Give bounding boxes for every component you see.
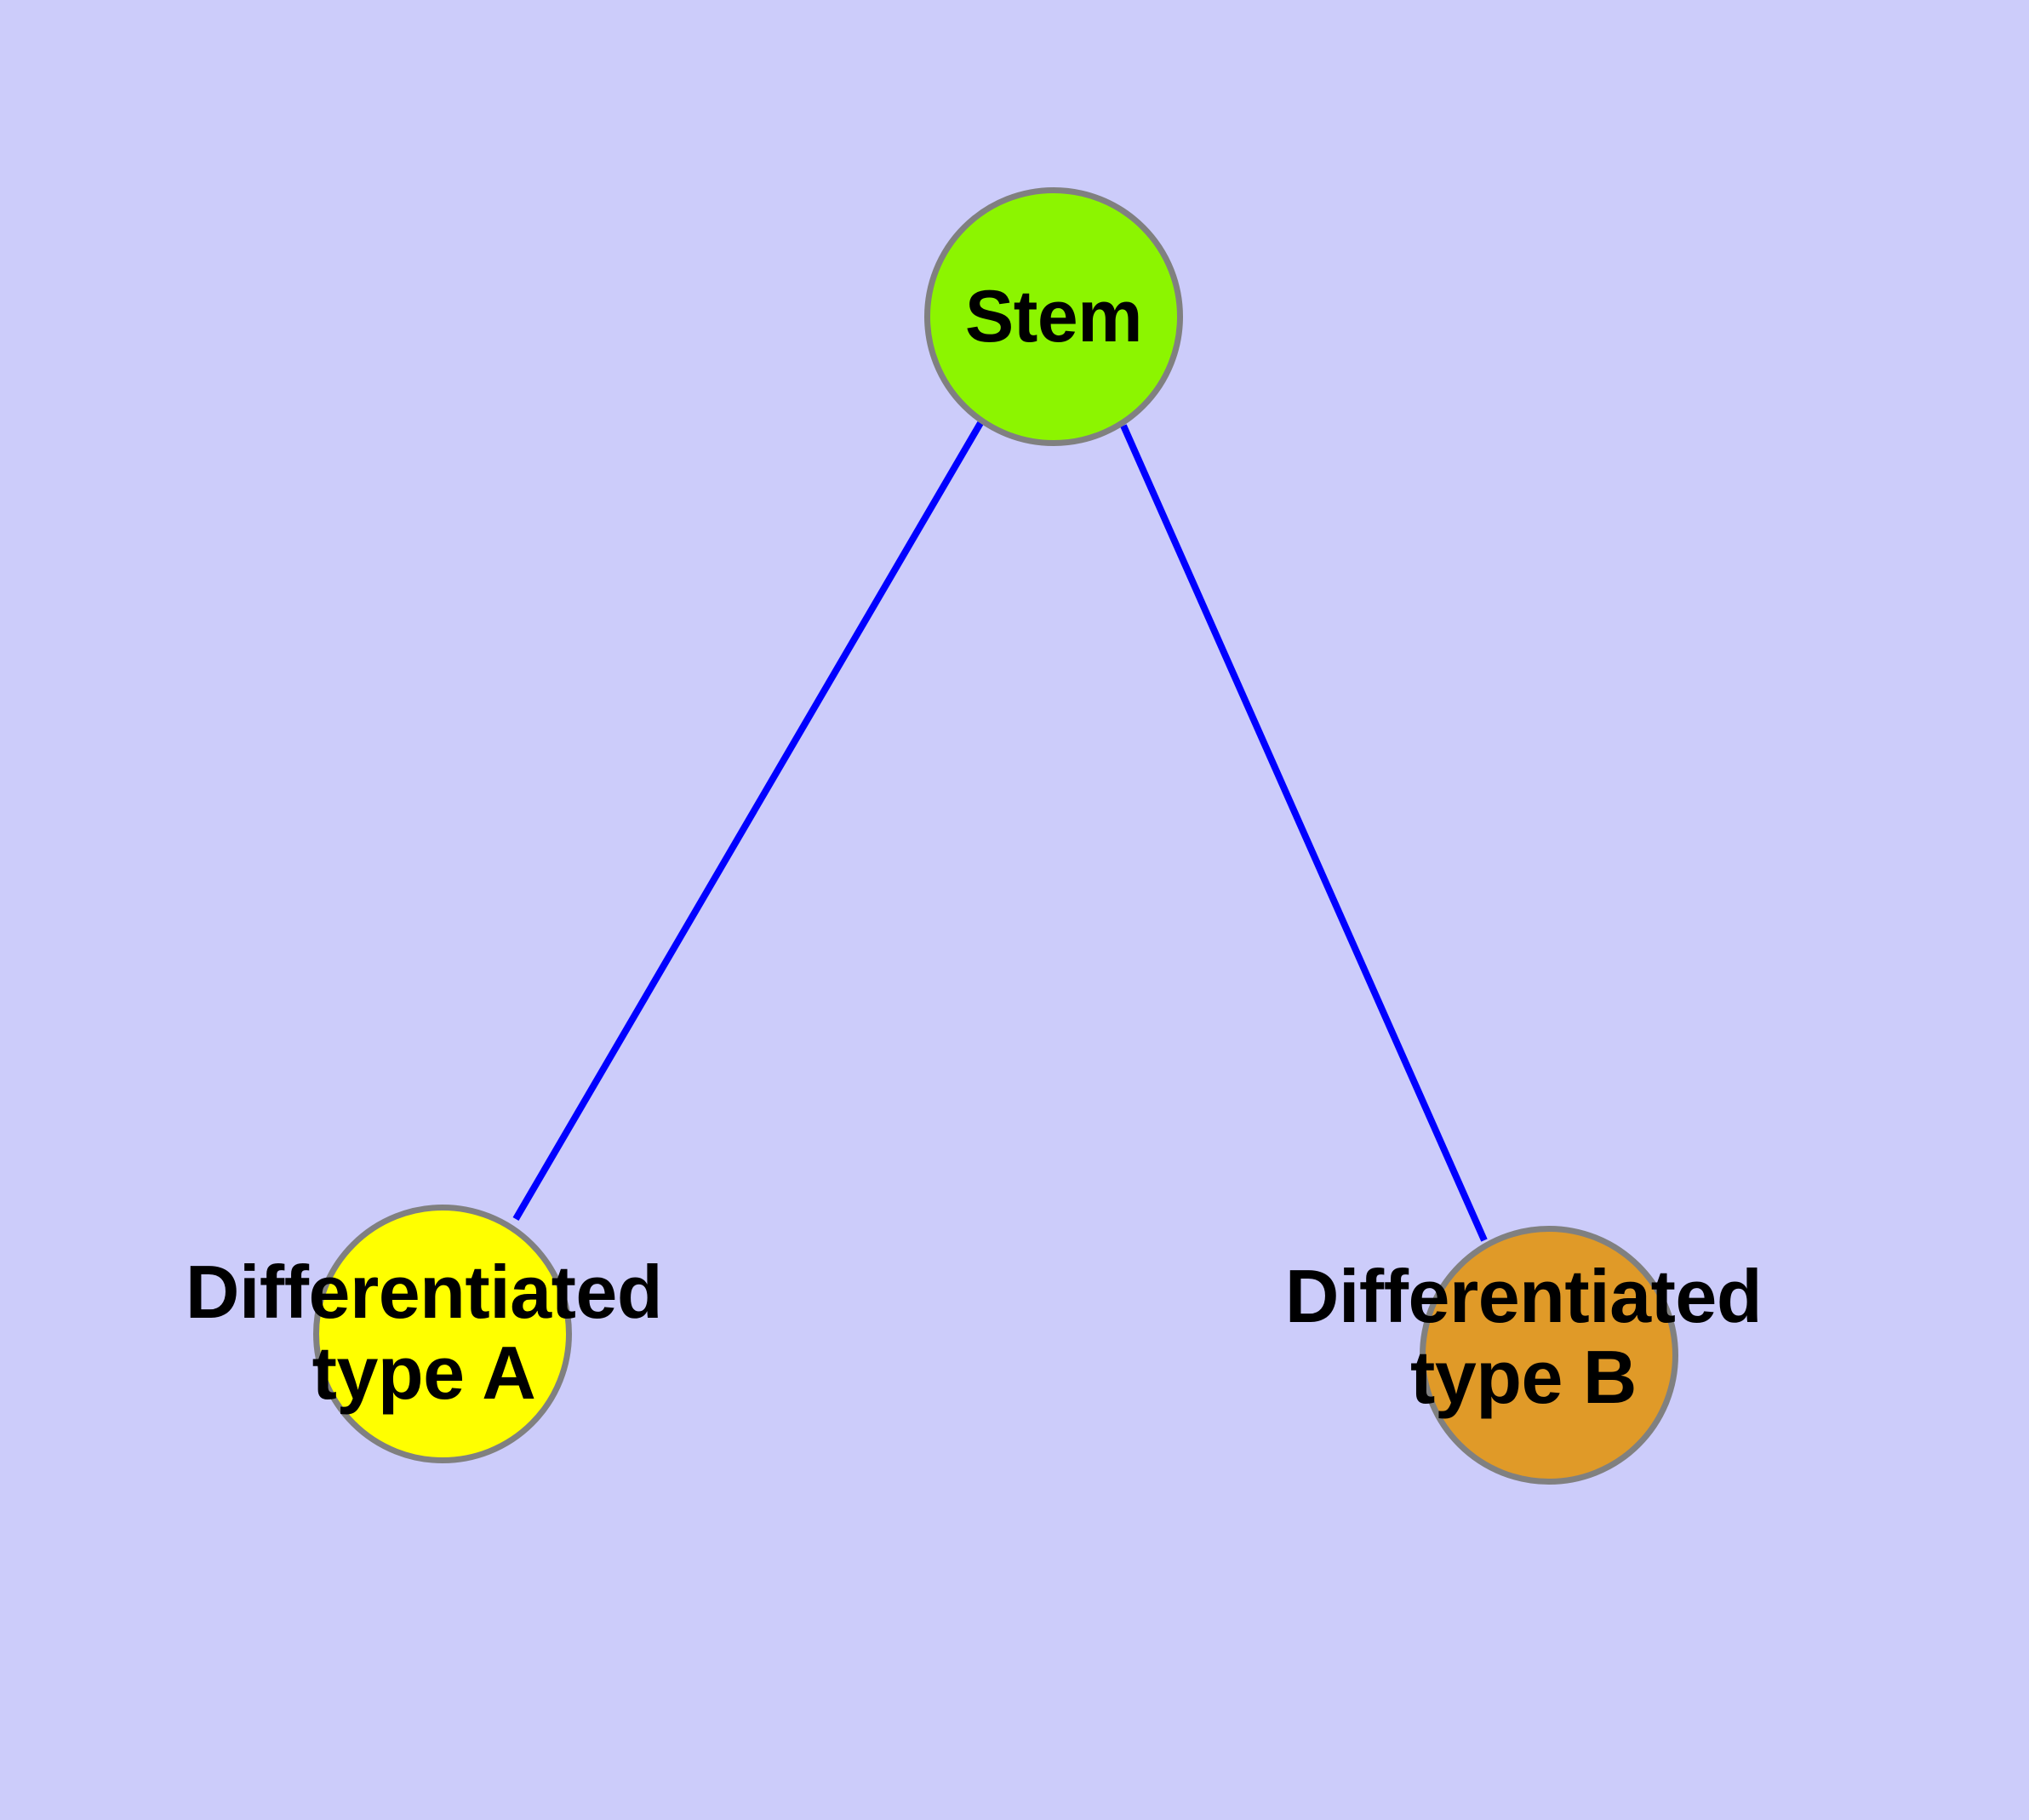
node-label-differentiated-type-b: Differentiated type B: [1284, 1254, 1763, 1420]
node-stem[interactable]: [924, 187, 1183, 446]
node-differentiated-type-b[interactable]: [1420, 1226, 1678, 1485]
node-label-stem: Stem: [964, 275, 1143, 358]
node-label-differentiated-type-a: Differentiated type A: [185, 1250, 663, 1416]
edge-stem-to-diff-b: [1120, 424, 1488, 1242]
node-differentiated-type-a[interactable]: [313, 1205, 572, 1463]
edge-stem-to-diff-a: [512, 421, 984, 1222]
